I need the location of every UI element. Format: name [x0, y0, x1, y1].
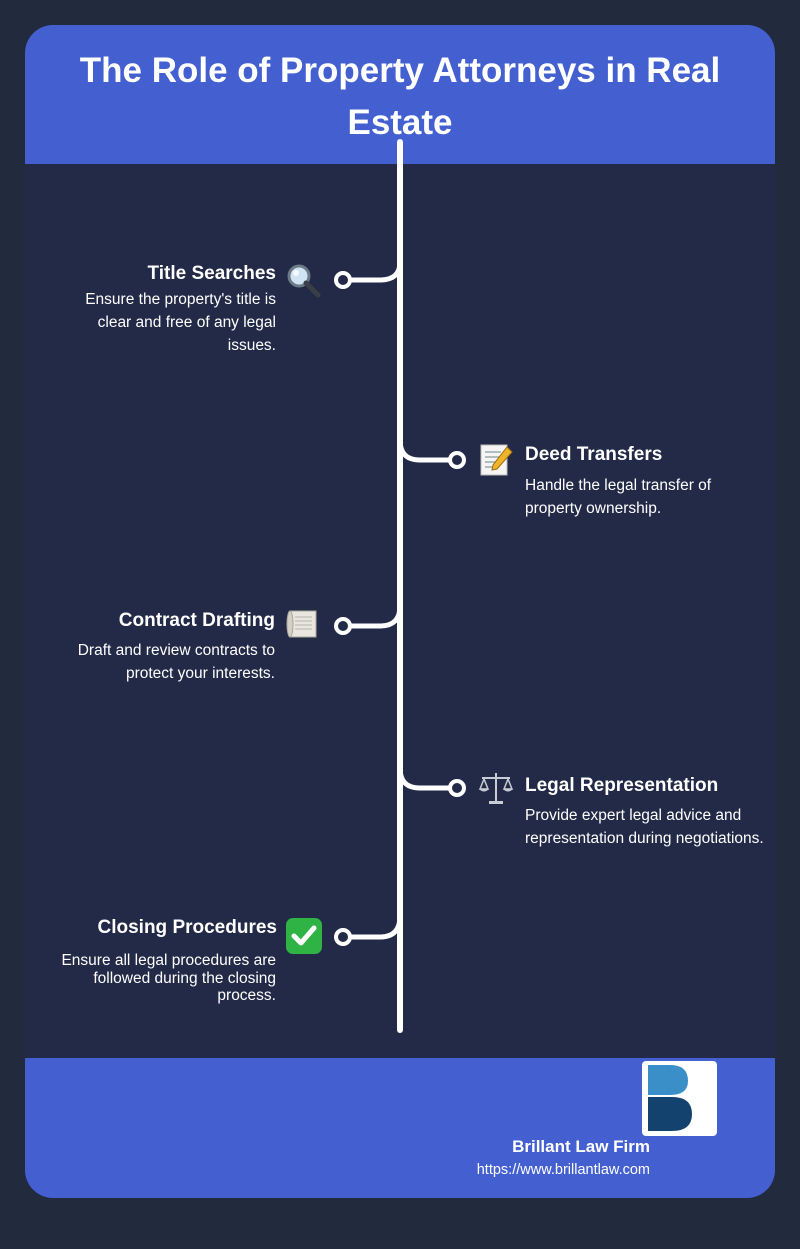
firm-logo: [642, 1061, 717, 1136]
item-description: Ensure the property's title is clear and…: [85, 291, 276, 354]
scroll-icon: [284, 605, 322, 643]
connector-contract-drafting: [343, 605, 403, 629]
memo-pencil-icon: [477, 441, 515, 479]
timeline-spine: [397, 139, 403, 1033]
item-title: Legal Representation: [525, 775, 719, 796]
connector-legal-representation: [397, 767, 457, 791]
scales-icon: [477, 769, 515, 807]
item-title: Contract Drafting: [118, 610, 275, 631]
connector-closing-procedures: [343, 915, 403, 940]
connector-title-searches: [343, 261, 403, 283]
item-description: Handle the legal transfer of property ow…: [525, 477, 712, 517]
node-legal-representation: [448, 779, 466, 797]
connector-deed-transfers: [397, 439, 457, 463]
firm-name: Brillant Law Firm: [512, 1137, 650, 1156]
header-banner: The Role of Property Attorneys in Real E…: [25, 25, 775, 164]
node-closing-procedures: [334, 928, 352, 946]
item-description: Draft and review contracts to protect yo…: [77, 642, 275, 682]
node-contract-drafting: [334, 617, 352, 635]
item-title: Closing Procedures: [97, 917, 278, 938]
magnifying-glass-icon: [284, 261, 322, 299]
node-deed-transfers: [448, 451, 466, 469]
item-title: Deed Transfers: [525, 444, 663, 465]
firm-url[interactable]: https://www.brillantlaw.com: [476, 1162, 650, 1178]
check-mark-icon: [285, 917, 323, 955]
page-title: The Role of Property Attorneys in Real E…: [79, 51, 721, 142]
item-title: Title Searches: [147, 263, 276, 284]
item-description: Provide expert legal advice and represen…: [525, 807, 764, 847]
item-description: Ensure all legal procedures are followed…: [61, 952, 276, 1004]
node-title-searches: [334, 271, 352, 289]
